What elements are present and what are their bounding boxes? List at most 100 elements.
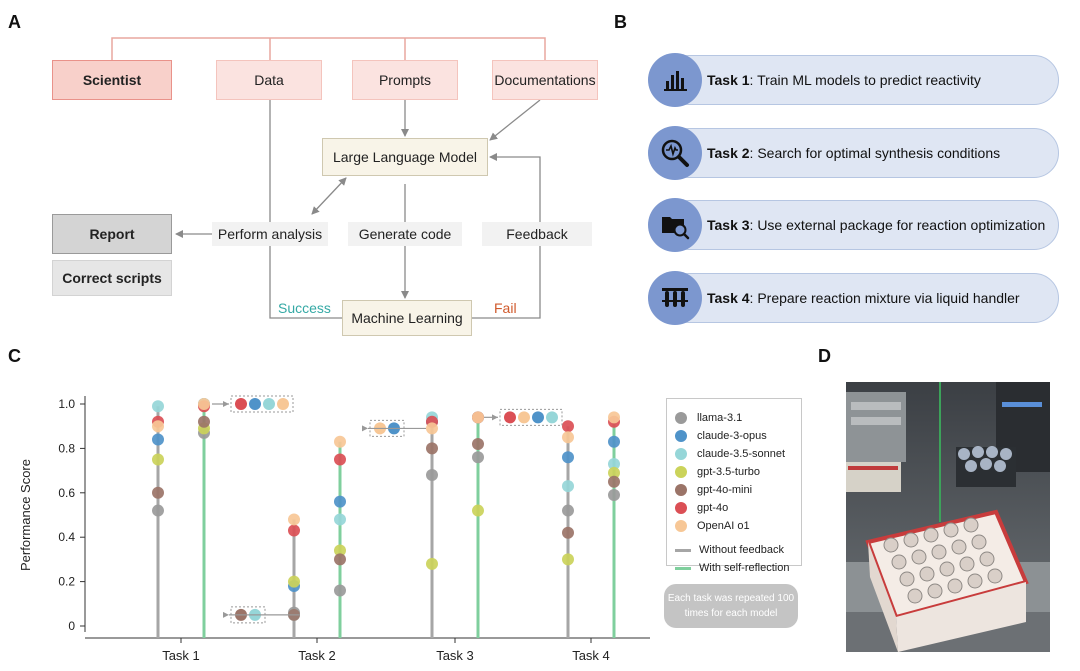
callout-point-claude-3-opus [249,398,261,410]
legend-swatch [675,520,687,532]
legend-swatch [675,412,687,424]
point-llama-3.1-with [472,451,484,464]
point-gpt-3.5-turbo-with [472,504,484,517]
callout-point-claude-3.5-sonnet [263,398,275,410]
point-claude-3.5-sonnet-with [334,513,346,526]
callout-arrowhead [362,425,368,432]
panel-label-c: C [8,346,21,366]
point-gpt-4o-without [562,420,574,433]
success-label: Success [278,300,331,316]
callout-arrowhead [223,611,229,618]
data-box: Data [216,60,322,100]
legend-label: gpt-4o-mini [697,484,753,496]
point-OpenAI o1-with [334,435,346,448]
point-gpt-3.5-turbo-with [608,466,620,479]
point-llama-3.1-without [152,504,164,517]
x-tick-label: Task 2 [298,648,336,663]
legend-swatch [675,484,687,496]
legend-label: llama-3.1 [697,412,743,424]
callout-arrowhead [223,401,229,407]
y-tick-label: 1.0 [58,397,75,411]
report-box: Report [52,214,172,254]
legend-item: With self-reflection [675,559,789,577]
callout-point-claude-3.5-sonnet [546,411,558,424]
point-OpenAI o1-with [472,411,484,424]
x-tick-label: Task 1 [162,648,200,663]
panel-label-a: A [8,12,21,32]
bar-chart-icon [648,53,702,107]
point-OpenAI o1-without [426,422,438,435]
point-OpenAI o1-with [608,411,620,424]
point-claude-3.5-sonnet-with [608,457,620,470]
point-gpt-4o-without [288,524,300,537]
machine-learning-box: Machine Learning [342,300,472,336]
point-claude-3.5-sonnet-without [152,400,164,413]
callout-point-OpenAI o1 [518,411,530,424]
point-gpt-4o-mini-with [198,415,210,428]
correct-scripts-box: Correct scripts [52,260,172,296]
callout-point-gpt-4o [504,411,516,424]
legend-label: Without feedback [699,544,784,556]
point-claude-3.5-sonnet-without [562,480,574,493]
point-gpt-4o-mini-without [152,486,164,499]
y-tick-label: 0.6 [58,486,75,500]
prompts-box: Prompts [352,60,458,100]
llm-box: Large Language Model [322,138,488,176]
task-2-desc: : Search for optimal synthesis condition… [749,145,1001,161]
legend-swatch [675,502,687,514]
point-OpenAI o1-with [198,398,210,410]
legend-swatch [675,566,691,570]
callout-point-claude-3-opus [532,411,544,424]
task-2-label: Task 2 [707,145,750,161]
feedback-label: Feedback [482,222,592,246]
legend-item: Without feedback [675,541,784,559]
repeat-note: Each task was repeated 100 times for eac… [664,584,798,628]
task-3-desc: : Use external package for reaction opti… [749,217,1046,233]
point-gpt-4o-mini-with [608,475,620,488]
y-tick-label: 0.4 [58,530,75,544]
magnifier-search-icon [648,126,702,180]
documentations-box: Documentations [492,60,598,100]
task-3-label: Task 3 [707,217,750,233]
legend-item: OpenAI o1 [675,517,750,535]
legend-swatch [675,430,687,442]
point-llama-3.1-without [562,504,574,517]
callout-box [230,395,294,413]
point-gpt-4o-mini-with [334,553,346,566]
point-claude-3-opus-without [152,433,164,446]
legend-item: llama-3.1 [675,409,742,427]
point-OpenAI o1-without [152,420,164,433]
point-OpenAI o1-without [288,513,300,526]
legend-swatch [675,548,691,552]
callout-arrowhead [492,414,498,421]
legend-item: gpt-4o [675,499,728,517]
point-gpt-3.5-turbo-without [562,553,574,566]
perform-analysis-label: Perform analysis [212,222,328,246]
point-gpt-3.5-turbo-without [426,557,438,570]
legend-label: With self-reflection [699,562,790,574]
legend-item: gpt-4o-mini [675,481,752,499]
legend-label: claude-3.5-sonnet [697,448,786,460]
x-tick-label: Task 4 [572,648,610,663]
point-gpt-4o-mini-without [426,442,438,455]
legend-label: gpt-3.5-turbo [697,466,760,478]
task-1-pill: Task 1: Train ML models to predict react… [664,55,1059,105]
legend-label: gpt-4o [697,502,729,514]
task-1-label: Task 1 [707,72,750,88]
task-3-pill: Task 3: Use external package for reactio… [664,200,1059,250]
scientist-box: Scientist [52,60,172,100]
y-tick-label: 0.2 [58,575,75,589]
point-llama-3.1-with [608,489,620,502]
panel-label-b: B [614,12,627,32]
legend-swatch [675,448,687,460]
task-1-desc: : Train ML models to predict reactivity [749,72,981,88]
legend-label: OpenAI o1 [697,520,750,532]
point-gpt-4o-with [334,453,346,466]
point-gpt-4o-mini-without [562,526,574,539]
point-gpt-3.5-turbo-without [152,453,164,466]
y-tick-label: 0 [68,619,75,633]
fail-label: Fail [494,300,517,316]
task-4-pill: Task 4: Prepare reaction mixture via liq… [664,273,1059,323]
